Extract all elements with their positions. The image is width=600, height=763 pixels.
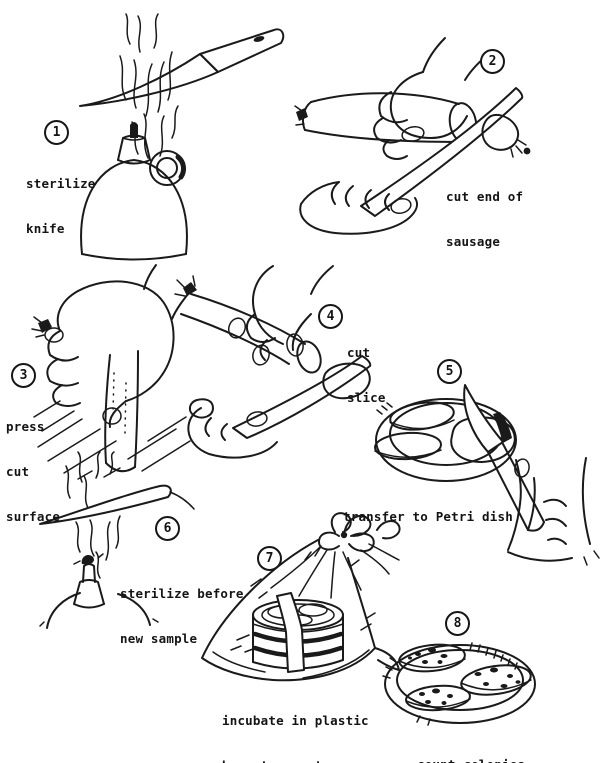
knife-heel-line — [169, 491, 195, 510]
burner-top-drawing — [39, 553, 159, 629]
flame-knife-again-illustration — [39, 451, 195, 629]
sterilize-knife-illustration — [79, 13, 285, 261]
lower-fist-drawing — [187, 398, 278, 459]
spirit-burner-drawing — [80, 122, 188, 261]
step-6-badge: 6 — [155, 516, 180, 541]
step-4-badge: 4 — [318, 304, 343, 329]
plastic-bag-drawing — [201, 539, 400, 682]
step-1-label: sterilize knife — [26, 176, 96, 236]
step-7-label: incubate in plastic bag at room temp. fo… — [222, 713, 369, 763]
flame-drawing — [65, 451, 121, 579]
upper-hand-drawing — [227, 265, 334, 366]
lower-fist-drawing — [299, 181, 418, 235]
petri-dish-drawing — [382, 642, 536, 726]
slice-a-with-colonies — [398, 643, 466, 673]
upper-hand-drawing — [373, 37, 492, 160]
slice-b-with-colonies — [460, 664, 532, 696]
pressing-hand-drawing — [46, 264, 193, 428]
bag-gather-lines — [270, 545, 362, 599]
knife-blade-drawing — [360, 87, 524, 217]
holding-hand-drawing — [507, 457, 600, 566]
step-2-label: cut end of sausage — [446, 189, 524, 249]
flame-drawing — [119, 13, 179, 159]
knife-blade-drawing — [39, 484, 172, 525]
step-3-label: press cut surface — [6, 419, 61, 524]
bag-knot-drawing — [318, 512, 401, 575]
count-colonies-illustration — [382, 642, 536, 726]
table-surface-hatching — [33, 400, 191, 480]
sausage-diagonal-drawing — [174, 275, 322, 374]
cut-sausage-end-illustration — [294, 37, 531, 235]
press-cut-surface-illustration — [31, 264, 193, 480]
slice-on-knife-drawing — [450, 416, 516, 463]
step-4-label: cut slice — [347, 345, 386, 405]
step-5-label: transfer to Petri dish — [343, 509, 513, 524]
slices-in-dish-drawing — [374, 401, 455, 461]
strap-drawing — [276, 592, 305, 673]
step-1-badge: 1 — [44, 120, 69, 145]
cut-end-piece-drawing — [481, 113, 531, 158]
sausage-drawing — [294, 92, 478, 144]
transfer-to-petri-dish-illustration — [374, 384, 600, 566]
incubate-in-bag-illustration — [201, 512, 401, 682]
knife-drawing — [79, 28, 285, 107]
slice-c-with-colonies — [405, 684, 471, 712]
step-8-badge: 8 — [445, 611, 470, 636]
step-8-label: count colonies after 2 days — [417, 727, 525, 763]
step-6-label: sterilize before new sample — [120, 586, 244, 646]
petri-dish-stack-drawing — [252, 592, 344, 673]
step-2-badge: 2 — [480, 49, 505, 74]
step-3-badge: 3 — [11, 363, 36, 388]
step-5-badge: 5 — [437, 359, 462, 384]
knife-drawing — [463, 384, 545, 532]
cut-slice-illustration — [174, 265, 372, 459]
step-7-badge: 7 — [257, 546, 282, 571]
falling-slice-drawing — [322, 362, 371, 400]
tied-end-drawing — [31, 316, 64, 343]
